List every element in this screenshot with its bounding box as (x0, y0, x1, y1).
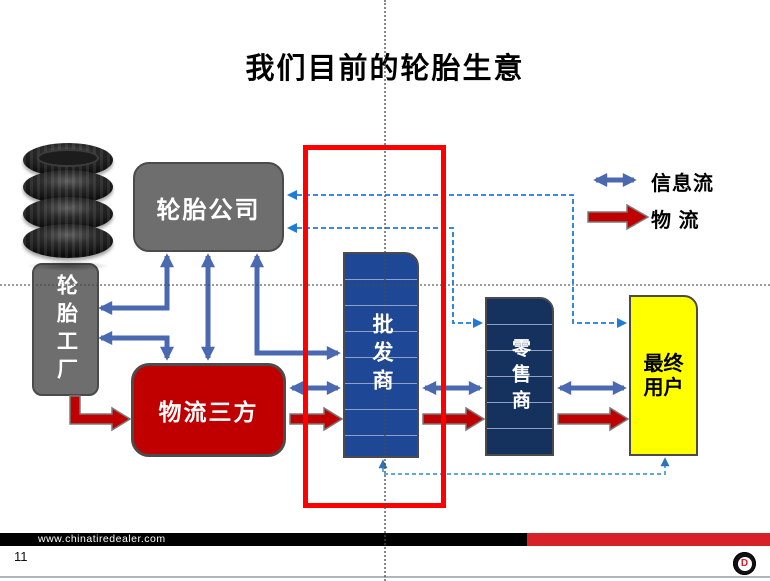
node-retailer: 零售商 (485, 297, 554, 456)
horizontal-guide-line (0, 284, 770, 286)
highlight-rectangle (303, 145, 446, 508)
node-logistics-3pl-label: 物流三方 (158, 399, 259, 425)
vertical-guide-line (384, 0, 386, 581)
node-wholesaler-label: 批发商 (370, 313, 393, 397)
node-tire-company-label: 轮胎公司 (156, 196, 261, 224)
node-retailer-label: 零售商 (509, 337, 530, 416)
footer-black-bar (0, 533, 527, 546)
page-number: 11 (14, 549, 28, 564)
legend-material-flow-arrow-icon (587, 203, 650, 231)
tire-icon (22, 224, 113, 258)
node-end-user-label: 最终用户 (643, 352, 684, 399)
material-arrow-retailer-enduser (557, 406, 630, 432)
footer-website-url: www.chinatiredealer.com (38, 533, 166, 545)
legend-info-flow-label: 信息流 (651, 173, 714, 195)
material-arrow-factory-logistics (69, 395, 132, 432)
node-tire-factory: 轮胎工厂 (32, 263, 99, 396)
dealer-logo-icon: D (733, 552, 756, 575)
node-tire-factory-label: 轮胎工厂 (54, 273, 78, 386)
slide-title: 我们目前的轮胎生意 (245, 53, 525, 85)
info-arrow-factory-logistics (98, 331, 174, 361)
legend-material-flow-label: 物 流 (651, 210, 700, 232)
tire-stack-image (20, 143, 115, 271)
tire-stack-shadow (26, 261, 110, 271)
node-end-user: 最终用户 (629, 295, 698, 456)
node-logistics-3pl: 物流三方 (131, 363, 286, 457)
tire-icon (22, 143, 113, 177)
node-tire-company: 轮胎公司 (133, 162, 284, 252)
footer-red-bar (527, 533, 770, 546)
dealer-logo-letter: D (737, 556, 752, 571)
